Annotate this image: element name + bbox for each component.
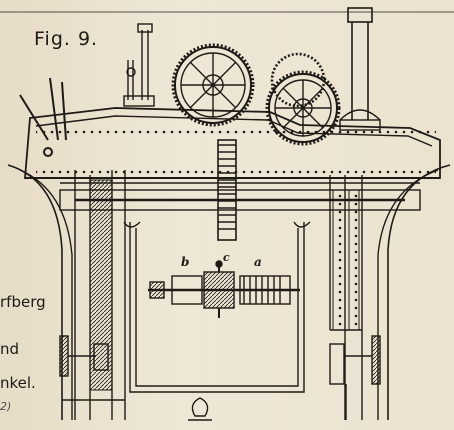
lever-handles: [19, 77, 67, 157]
finial: [188, 397, 212, 421]
part-label-b: b: [181, 255, 190, 269]
valve-pipes: [123, 23, 155, 107]
footnote-marker: 2): [0, 400, 12, 413]
margin-text-line-2: nd: [0, 340, 20, 358]
second-gear: [265, 52, 341, 146]
shaft-assembly: [148, 260, 300, 318]
large-gear: [171, 43, 255, 127]
right-support-frame: [329, 164, 451, 420]
left-support-frame: [7, 164, 126, 420]
figure-label: Fig. 9.: [34, 28, 99, 50]
left-side-wheel: [59, 335, 109, 377]
chimney: [339, 7, 381, 131]
margin-text-line-1: rfberg: [0, 293, 46, 311]
right-side-wheel: [329, 335, 381, 420]
drive-column: [217, 139, 237, 241]
margin-text-line-3: nkel.: [0, 374, 36, 392]
part-label-c: c: [223, 251, 230, 264]
part-label-a: a: [254, 255, 262, 269]
cage-box: [123, 221, 311, 393]
